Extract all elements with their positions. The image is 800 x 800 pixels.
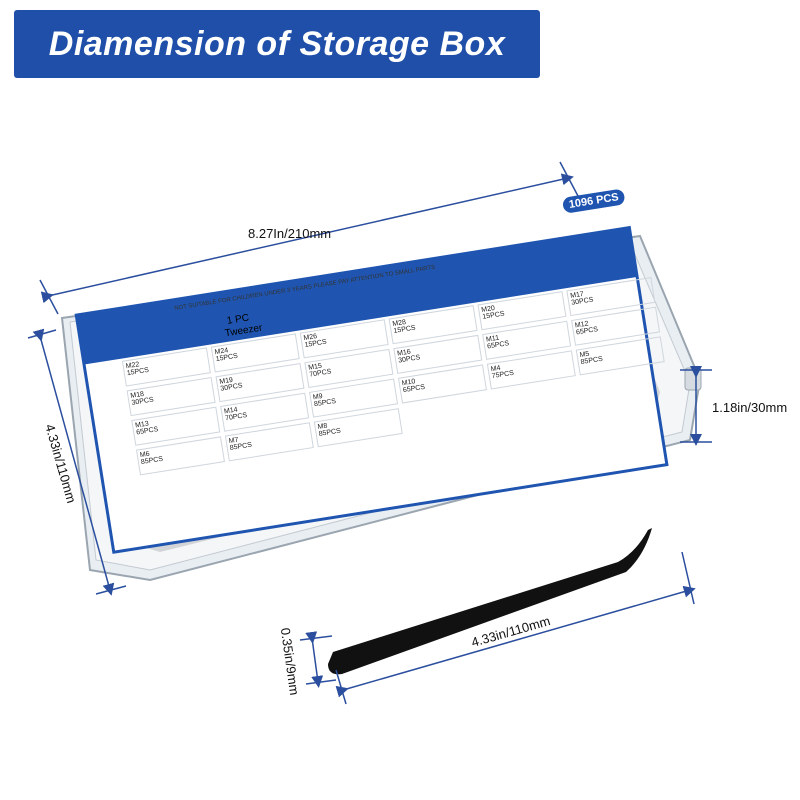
title-banner: Diamension of Storage Box: [14, 10, 540, 78]
count-unit: PCS: [595, 191, 620, 207]
dimension-tweezer-width: [299, 631, 337, 688]
height-label: 1.18in/30mm: [712, 400, 788, 415]
count-value: 1096: [568, 195, 595, 211]
dimension-length: [39, 161, 579, 315]
length-label: 8.27In/210mm: [248, 226, 332, 241]
dimension-width: [27, 328, 127, 596]
dimension-tweezer-length: [335, 551, 696, 705]
tweezer: [328, 528, 652, 675]
dimension-height: [680, 366, 712, 446]
right-latch: [684, 367, 702, 391]
banner-title: Diamension of Storage Box: [48, 24, 506, 63]
